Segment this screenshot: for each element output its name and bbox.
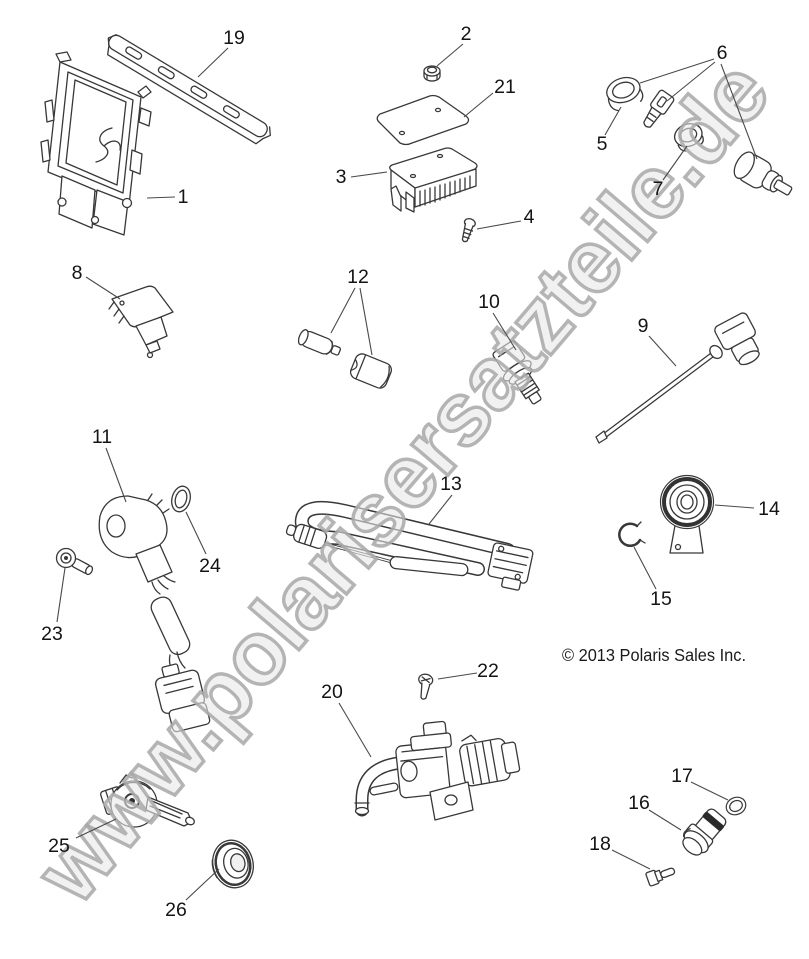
- callout-10: 10: [478, 291, 500, 313]
- leader-line-26: [185, 868, 220, 901]
- part-3-regulator-drawing: [389, 147, 478, 213]
- callout-25: 25: [48, 835, 70, 857]
- part-6-switch-body-drawing: [733, 151, 793, 196]
- part-25-sensor-bulb-drawing: [100, 774, 195, 828]
- leader-line-12a: [330, 287, 356, 334]
- leader-line-19: [197, 47, 229, 78]
- callout-16: 16: [628, 792, 650, 814]
- leader-line-23: [56, 567, 66, 623]
- leader-line-6b: [666, 61, 716, 102]
- callout-24: 24: [199, 555, 221, 577]
- part-13-harness-drawing: [285, 500, 534, 591]
- part-15-clip-drawing: [618, 521, 646, 547]
- callout-4: 4: [524, 206, 535, 228]
- leader-line-1: [146, 196, 176, 199]
- part-24-o-ring-drawing: [171, 485, 191, 513]
- part-9-probe-sensor-drawing: [595, 312, 760, 444]
- leader-line-7: [662, 145, 688, 181]
- leader-line-3: [350, 171, 388, 178]
- part-22-screw-drawing: [418, 673, 434, 700]
- callout-3: 3: [336, 166, 347, 188]
- callout-1: 1: [178, 186, 189, 208]
- callout-19: 19: [223, 27, 245, 49]
- callout-11: 11: [92, 426, 112, 448]
- part-20-valve-drawing: [354, 720, 521, 821]
- callout-17: 17: [671, 765, 693, 787]
- leader-line-10: [492, 312, 517, 351]
- part-26-grommet-drawing: [211, 839, 254, 889]
- leader-line-21: [463, 92, 494, 118]
- part-23-bolt-drawing: [55, 547, 94, 576]
- callout-2: 2: [461, 23, 472, 45]
- callout-20: 20: [321, 681, 343, 703]
- leader-line-24: [185, 511, 207, 555]
- part-4-screw-drawing: [461, 218, 476, 243]
- part-18-bolt-drawing: [645, 867, 676, 887]
- part-21-pad-drawing: [376, 94, 470, 146]
- callout-5: 5: [597, 133, 608, 155]
- leader-line-12b: [359, 287, 373, 356]
- callout-18: 18: [589, 833, 611, 855]
- leader-line-6c: [720, 63, 758, 160]
- leader-line-15: [633, 546, 657, 590]
- part-12-boot-b-drawing: [349, 353, 393, 389]
- leader-line-14: [714, 504, 755, 509]
- part-7-switch-nut-drawing: [673, 123, 704, 152]
- leader-line-8: [85, 276, 121, 300]
- leader-line-16: [648, 809, 682, 831]
- part-14-speedo-sensor-drawing: [659, 474, 715, 554]
- leader-line-5: [604, 106, 622, 136]
- leader-line-20: [338, 702, 372, 758]
- leader-line-25: [75, 818, 117, 839]
- callout-14: 14: [758, 498, 780, 520]
- part-1-ecu-drawing: [40, 51, 152, 236]
- leader-line-22: [437, 672, 478, 680]
- part-16-pressure-switch-drawing: [682, 808, 727, 856]
- part-11-crank-sensor-drawing: [98, 493, 211, 733]
- callout-21: 21: [494, 76, 516, 98]
- callout-26: 26: [165, 899, 187, 921]
- copyright-text: © 2013 Polaris Sales Inc.: [562, 645, 746, 665]
- part-12-boot-a-drawing: [297, 329, 342, 356]
- part-8-map-sensor-drawing: [108, 285, 174, 359]
- part-19-mounting-bracket-drawing: [107, 34, 271, 145]
- leader-line-6a: [639, 58, 715, 84]
- leader-line-9: [648, 335, 677, 367]
- leader-line-2: [436, 43, 464, 67]
- part-5-switch-cap-drawing: [606, 76, 644, 112]
- callout-8: 8: [72, 262, 83, 284]
- callout-22: 22: [477, 660, 499, 682]
- callout-6: 6: [717, 42, 728, 64]
- leader-line-18: [611, 849, 651, 870]
- leader-line-4: [476, 220, 522, 230]
- part-6-key-drawing: [643, 89, 675, 128]
- callout-15: 15: [650, 588, 672, 610]
- callout-7: 7: [653, 178, 664, 200]
- leader-line-17: [690, 781, 729, 801]
- callout-13: 13: [440, 473, 462, 495]
- part-2-nut-drawing: [423, 65, 441, 82]
- leader-line-13: [428, 494, 453, 525]
- callout-23: 23: [41, 623, 63, 645]
- callout-12: 12: [347, 266, 369, 288]
- leader-line-11: [105, 447, 127, 503]
- part-10-temp-sensor-drawing: [492, 340, 542, 405]
- callout-9: 9: [638, 315, 649, 337]
- part-17-o-ring-drawing: [725, 796, 747, 816]
